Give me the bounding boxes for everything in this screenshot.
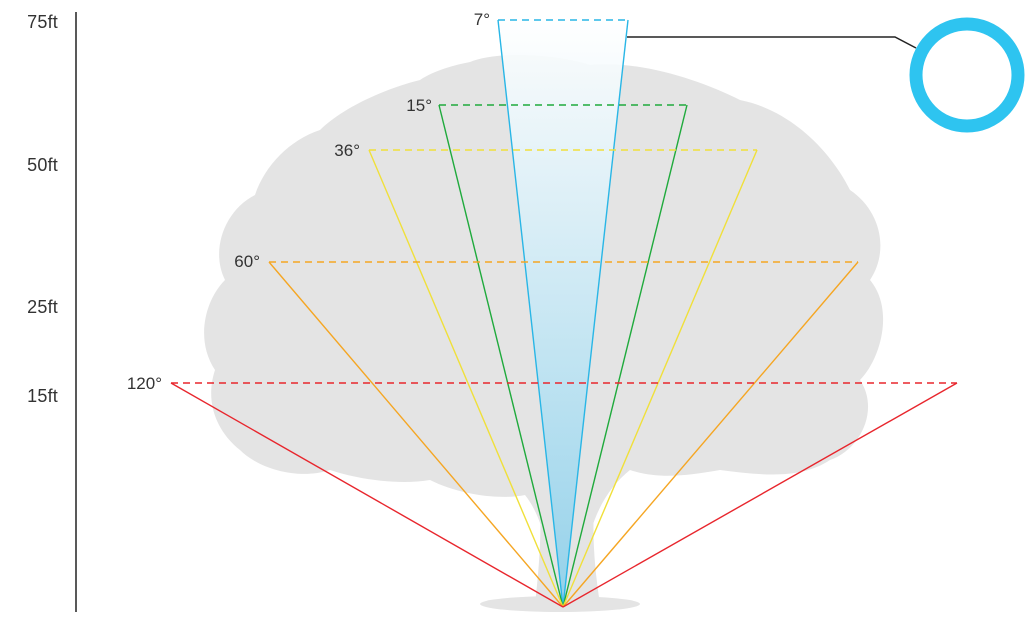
angle-label-36: 36°	[334, 141, 360, 160]
angle-label-120: 120°	[126, 374, 162, 393]
callout-line	[627, 36, 917, 49]
beam-right-edge-60	[562, 261, 859, 608]
beam-right-edge-36	[562, 149, 758, 608]
beam-left-edge-120	[170, 382, 564, 608]
beam-right-edge-7	[562, 19, 629, 608]
beam-left-edge-36	[368, 149, 564, 608]
height-label-15ft: 15ft	[27, 386, 58, 406]
height-label-25ft: 25ft	[27, 297, 58, 317]
beam-fill-7	[498, 20, 628, 607]
beam-right-edge-120	[562, 382, 958, 608]
beam-left-edge-7	[497, 19, 564, 608]
beam-right-edge-15	[562, 104, 688, 608]
beam-left-edge-15	[438, 104, 564, 608]
angle-label-15: 15°	[406, 96, 432, 115]
beam-group	[170, 19, 958, 608]
beam-left-edge-60	[268, 261, 564, 608]
height-label-75ft: 75ft	[27, 12, 58, 32]
ring-icon	[909, 17, 1025, 133]
angle-label-60: 60°	[234, 252, 260, 271]
angle-label-7: 7°	[473, 10, 490, 29]
height-label-50ft: 50ft	[27, 155, 58, 175]
